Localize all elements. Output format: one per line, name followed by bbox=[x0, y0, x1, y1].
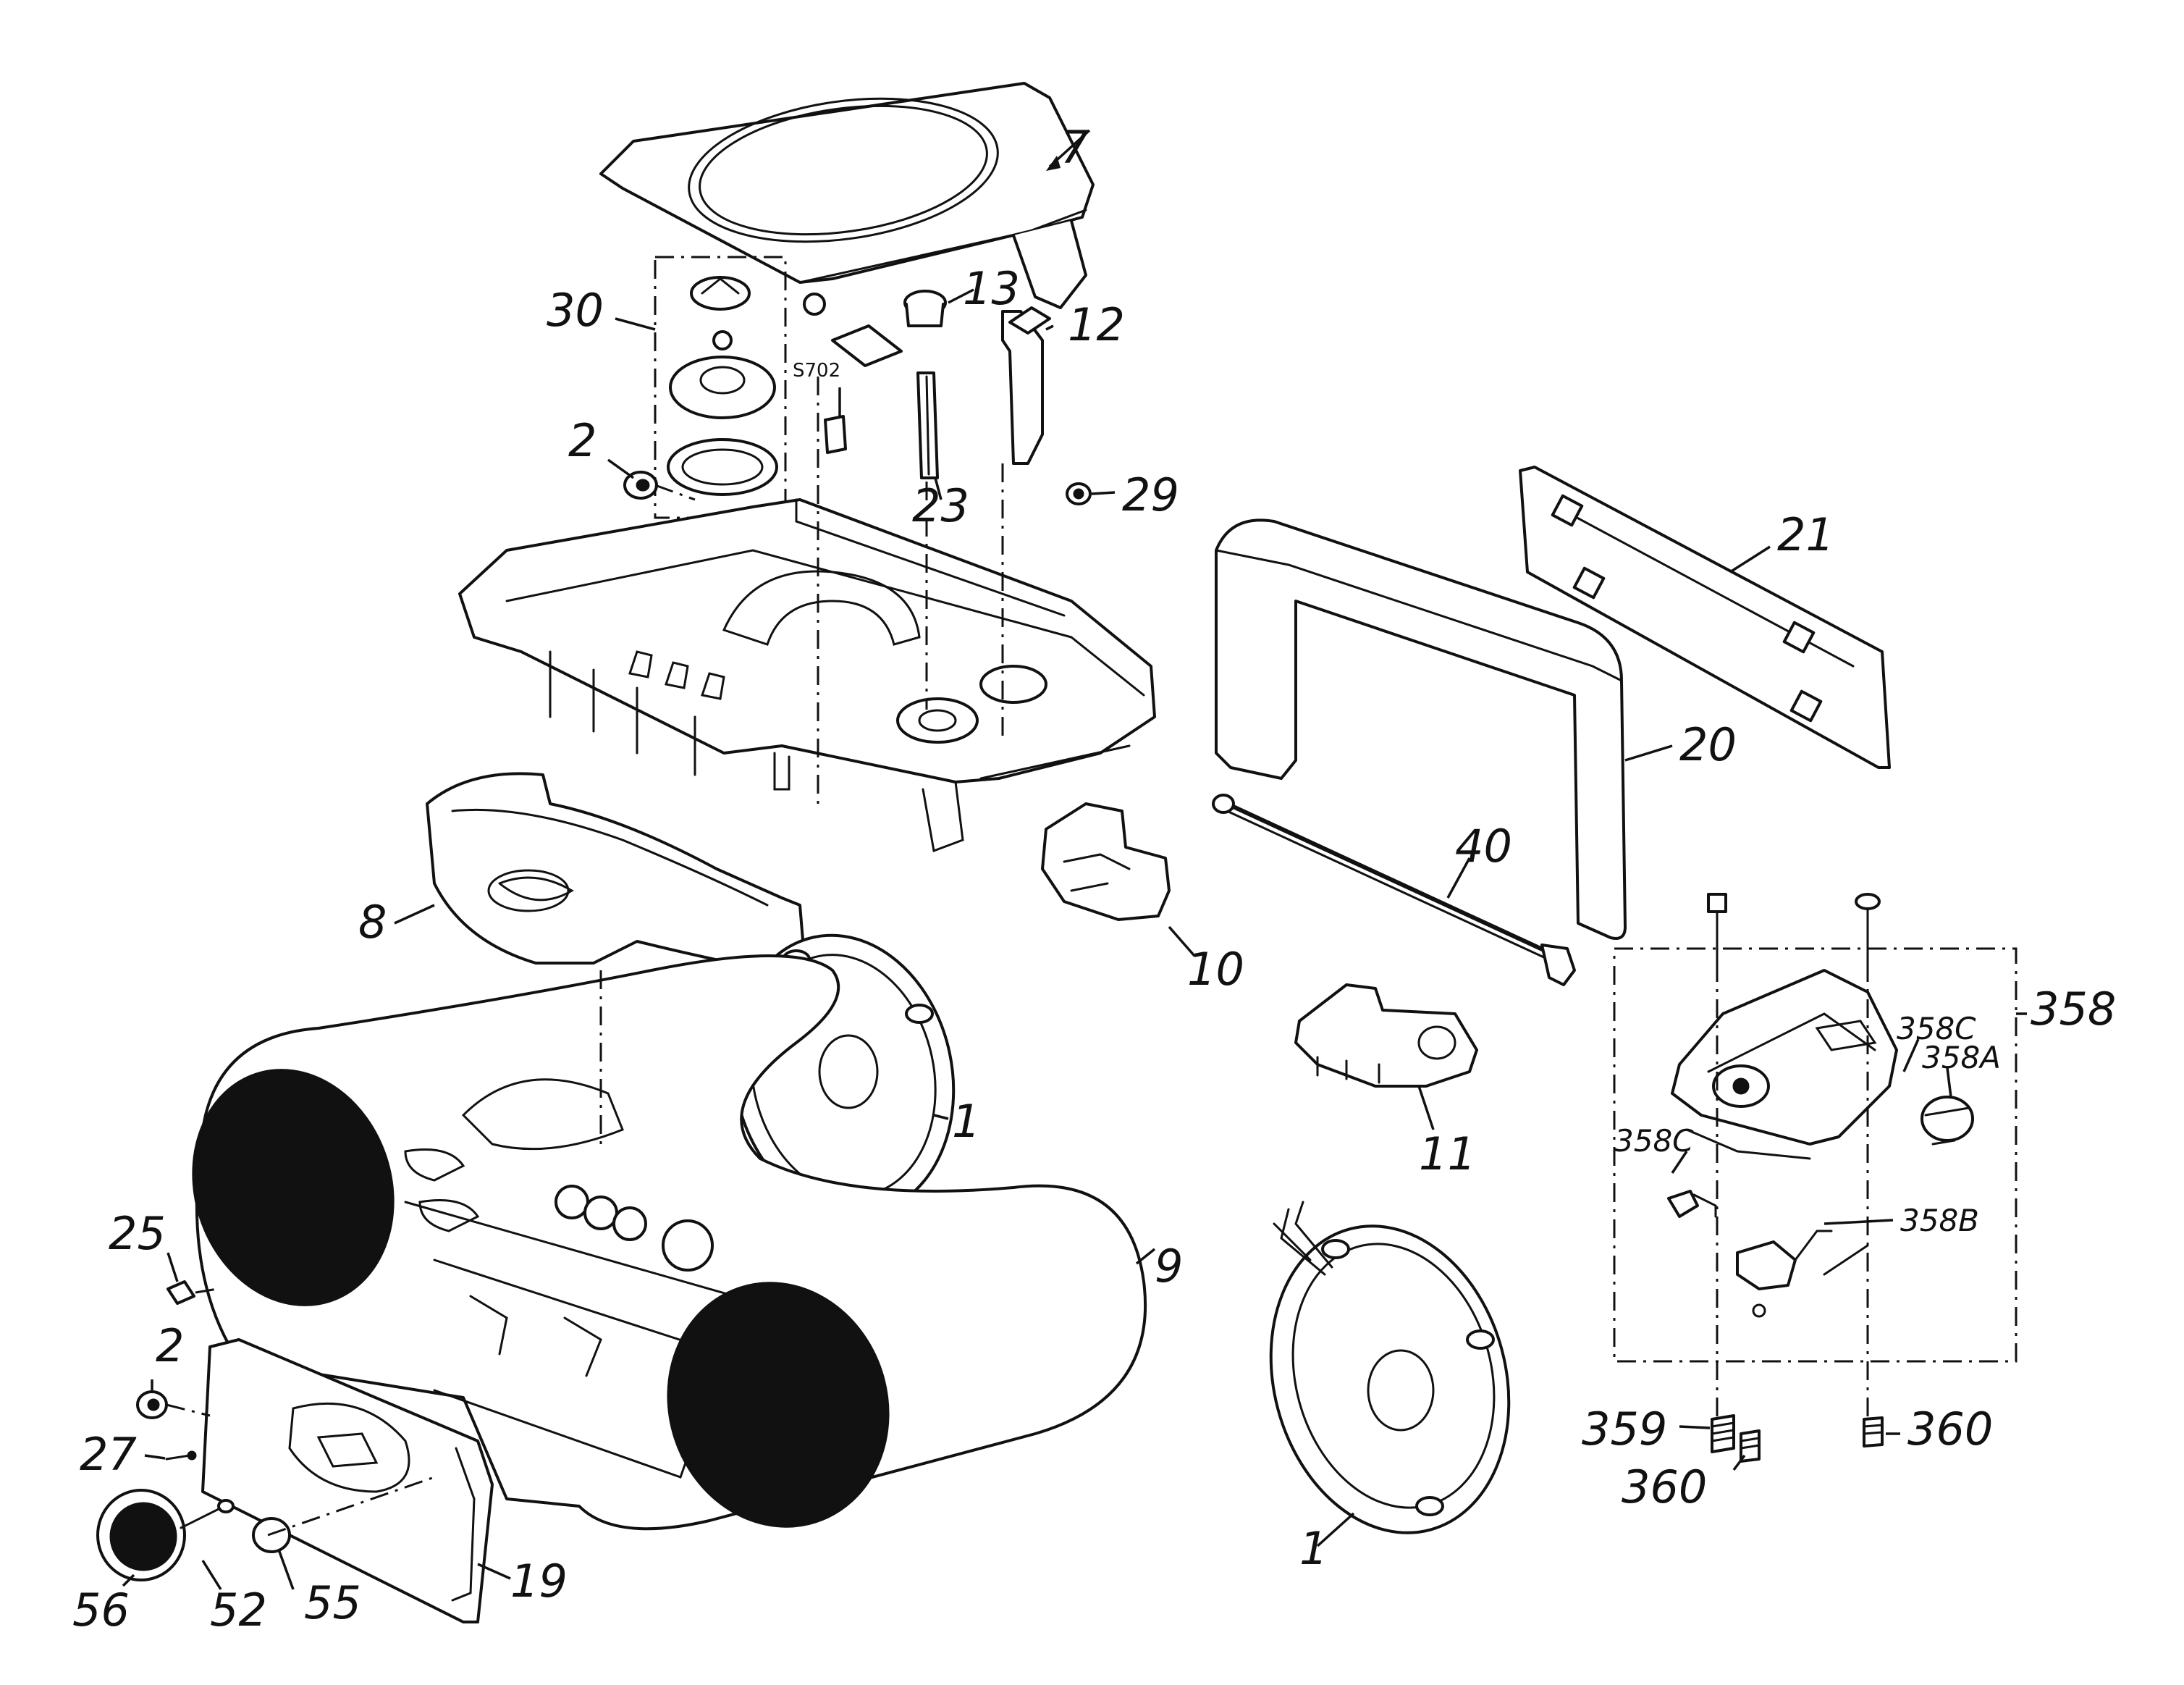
part-40-rod bbox=[1212, 794, 1576, 986]
callout-30: 30 bbox=[547, 284, 604, 337]
callout-358c-top: 358C bbox=[1897, 1011, 1976, 1046]
part-29-grommet bbox=[1066, 482, 1092, 505]
part-10-switch-block bbox=[1041, 802, 1171, 921]
part-360-spring-left bbox=[1740, 1429, 1761, 1463]
callout-7: 7 bbox=[1061, 121, 1089, 174]
part-27-screw bbox=[165, 1450, 197, 1461]
part-11-switch-block bbox=[1294, 983, 1478, 1088]
part-20-handle bbox=[1215, 518, 1627, 940]
callout-23: 23 bbox=[912, 479, 969, 532]
part-358-cd-loader bbox=[1613, 893, 2018, 1363]
part-25-clip bbox=[166, 1280, 195, 1305]
callout-13: 13 bbox=[963, 262, 1020, 315]
part-8-front-bezel bbox=[426, 772, 805, 972]
s702-switch bbox=[824, 415, 847, 454]
callout-20: 20 bbox=[1679, 718, 1737, 771]
pcb-bracket bbox=[831, 324, 903, 367]
part-52-shaft bbox=[180, 1499, 235, 1529]
callout-labels: 7 30 13 12 S702 2 23 29 21 20 40 8 10 11… bbox=[72, 121, 2116, 1636]
callout-360-right: 360 bbox=[1907, 1403, 1993, 1455]
part-13-knob bbox=[903, 290, 947, 327]
callout-12: 12 bbox=[1068, 298, 1125, 351]
part-21-bar bbox=[1519, 466, 1891, 769]
cd-chassis bbox=[458, 498, 1156, 853]
callout-52: 52 bbox=[210, 1584, 267, 1636]
callout-358b: 358B bbox=[1900, 1203, 1979, 1238]
callout-2-bottom: 2 bbox=[156, 1319, 184, 1372]
part-56-knob bbox=[96, 1489, 186, 1581]
part-7-cd-lid bbox=[599, 82, 1095, 316]
part-12-switch bbox=[1001, 306, 1051, 465]
part-360-spring-right bbox=[1863, 1416, 1884, 1447]
callout-40: 40 bbox=[1455, 820, 1512, 873]
callout-359: 359 bbox=[1582, 1403, 1667, 1455]
callout-8: 8 bbox=[358, 896, 387, 949]
part-2-bottom-bushing bbox=[136, 1390, 168, 1419]
callout-27: 27 bbox=[80, 1428, 137, 1481]
callout-10: 10 bbox=[1187, 943, 1244, 996]
part-9-main-cabinet bbox=[192, 954, 1147, 1531]
callout-56: 56 bbox=[72, 1584, 130, 1636]
callout-21: 21 bbox=[1777, 508, 1834, 561]
part-55-lens bbox=[252, 1517, 291, 1553]
part-30-spindle-assembly bbox=[654, 256, 787, 519]
callout-25: 25 bbox=[109, 1207, 166, 1260]
part-1-speaker-lower bbox=[1269, 1201, 1511, 1534]
part-359-spring bbox=[1711, 1414, 1735, 1453]
leader-lines bbox=[122, 129, 2027, 1590]
callout-358c-left: 358C bbox=[1614, 1123, 1694, 1159]
callout-1-lower: 1 bbox=[1299, 1522, 1328, 1575]
part-23-shaft bbox=[916, 371, 939, 479]
alignment-lines bbox=[166, 377, 1869, 1537]
callout-s702: S702 bbox=[793, 360, 840, 382]
callout-358: 358 bbox=[2031, 983, 2116, 1035]
callout-29: 29 bbox=[1122, 468, 1179, 521]
callout-360-left: 360 bbox=[1622, 1461, 1707, 1513]
callout-9: 9 bbox=[1155, 1240, 1183, 1293]
callout-19: 19 bbox=[510, 1555, 568, 1608]
callout-11: 11 bbox=[1419, 1127, 1476, 1180]
callout-55: 55 bbox=[304, 1576, 361, 1629]
callout-358a: 358A bbox=[1922, 1040, 2001, 1075]
callout-1-upper: 1 bbox=[952, 1095, 980, 1148]
part-19-cassette-panel bbox=[201, 1338, 494, 1623]
callout-2-top: 2 bbox=[568, 414, 596, 467]
